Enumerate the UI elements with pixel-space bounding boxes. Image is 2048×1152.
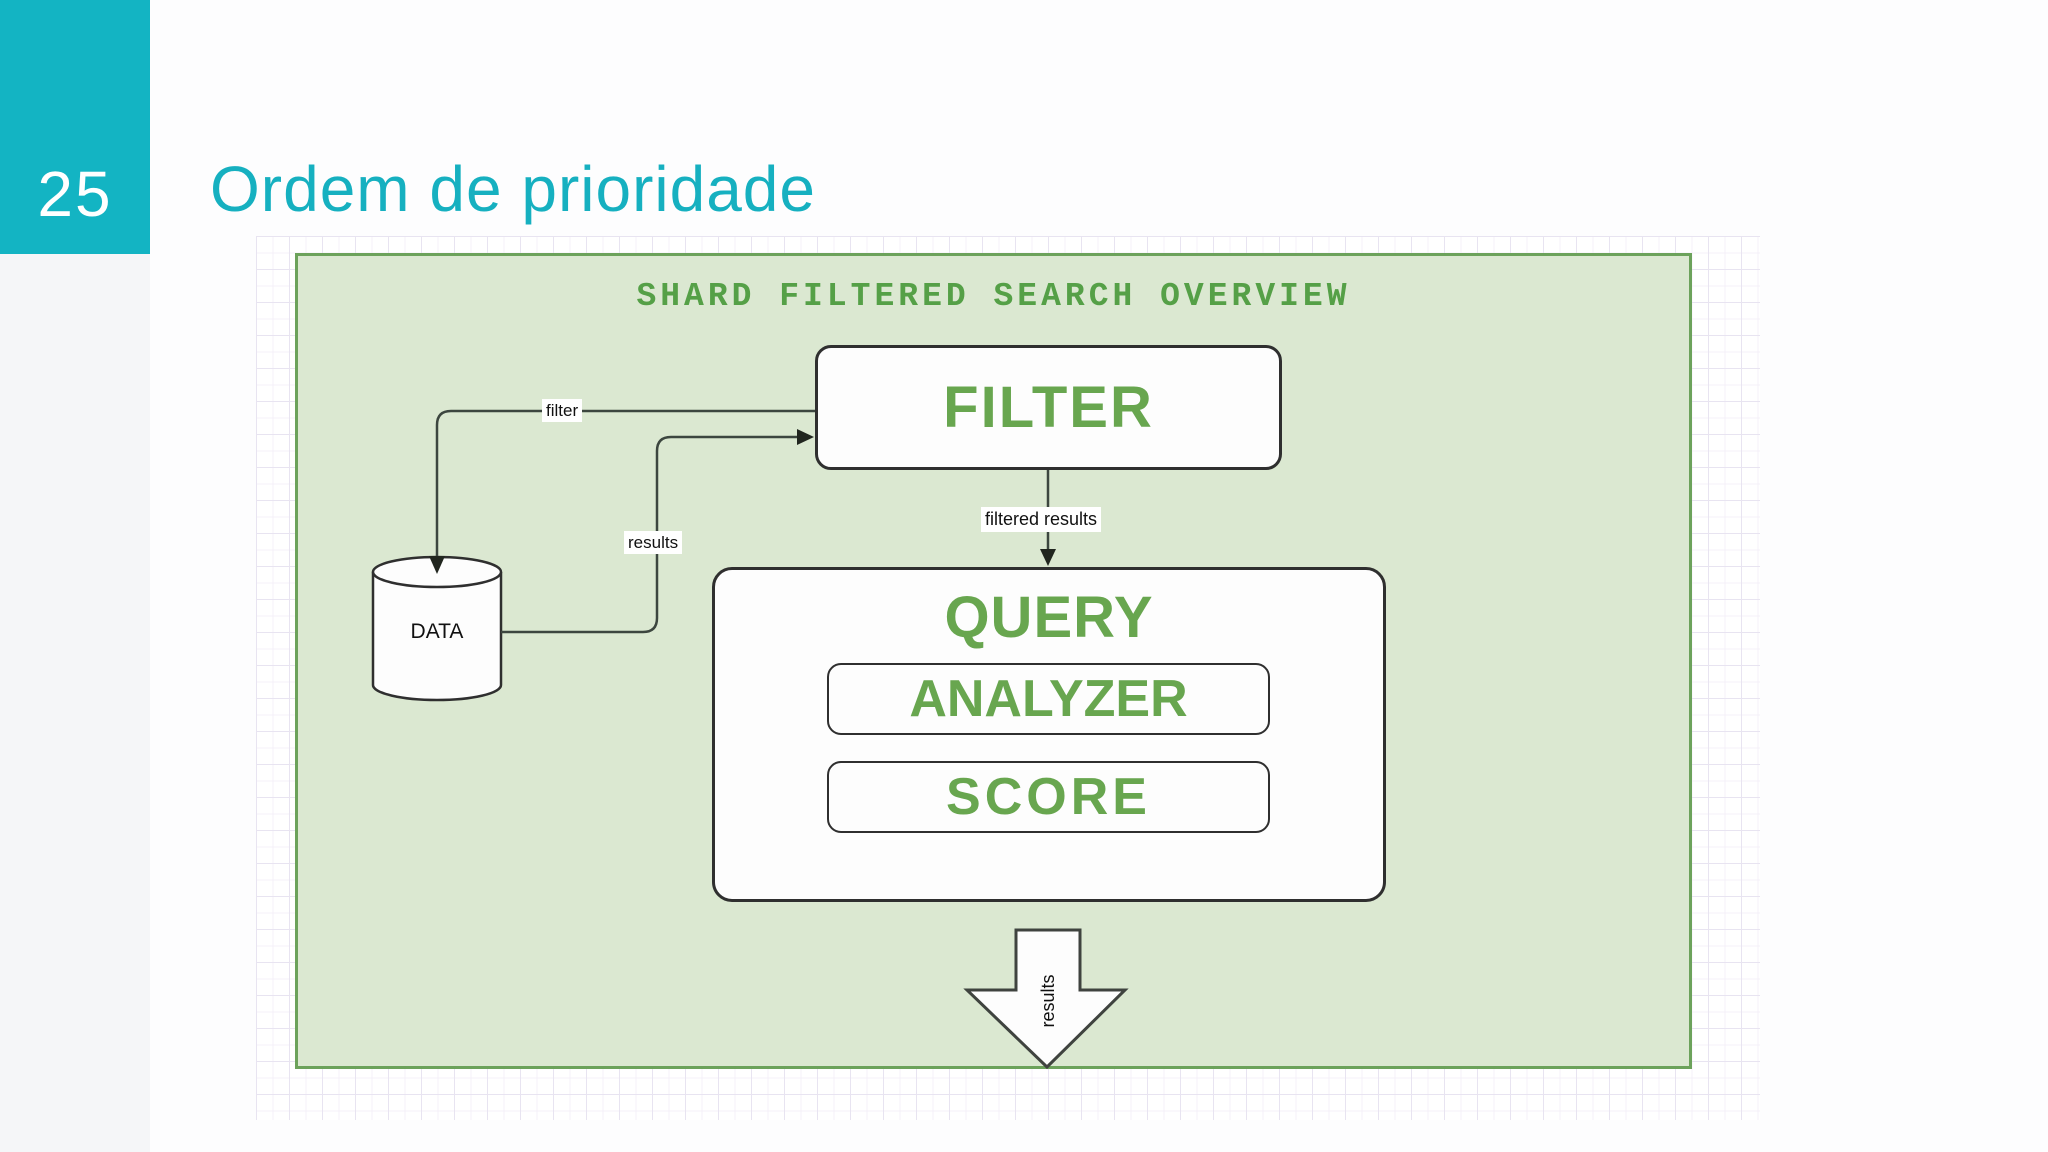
node-filter: FILTER xyxy=(815,345,1282,470)
edge-label-filter: filter xyxy=(542,399,583,423)
node-analyzer: ANALYZER xyxy=(827,663,1270,735)
node-score: SCORE xyxy=(827,761,1270,833)
slide-number: 25 xyxy=(37,158,113,230)
node-query-label: QUERY xyxy=(944,585,1154,650)
slide-number-block: 25 xyxy=(0,0,150,254)
page-title: Ordem de prioridade xyxy=(210,153,816,225)
data-store-label: DATA xyxy=(410,620,464,643)
edge-label-filtered-results: filtered results xyxy=(981,507,1102,532)
diagram-title: SHARD FILTERED SEARCH OVERVIEW xyxy=(636,278,1351,315)
edge-label-results: results xyxy=(624,531,683,555)
node-score-label: SCORE xyxy=(946,768,1151,826)
node-analyzer-label: ANALYZER xyxy=(909,670,1188,728)
node-filter-label: FILTER xyxy=(943,375,1154,440)
